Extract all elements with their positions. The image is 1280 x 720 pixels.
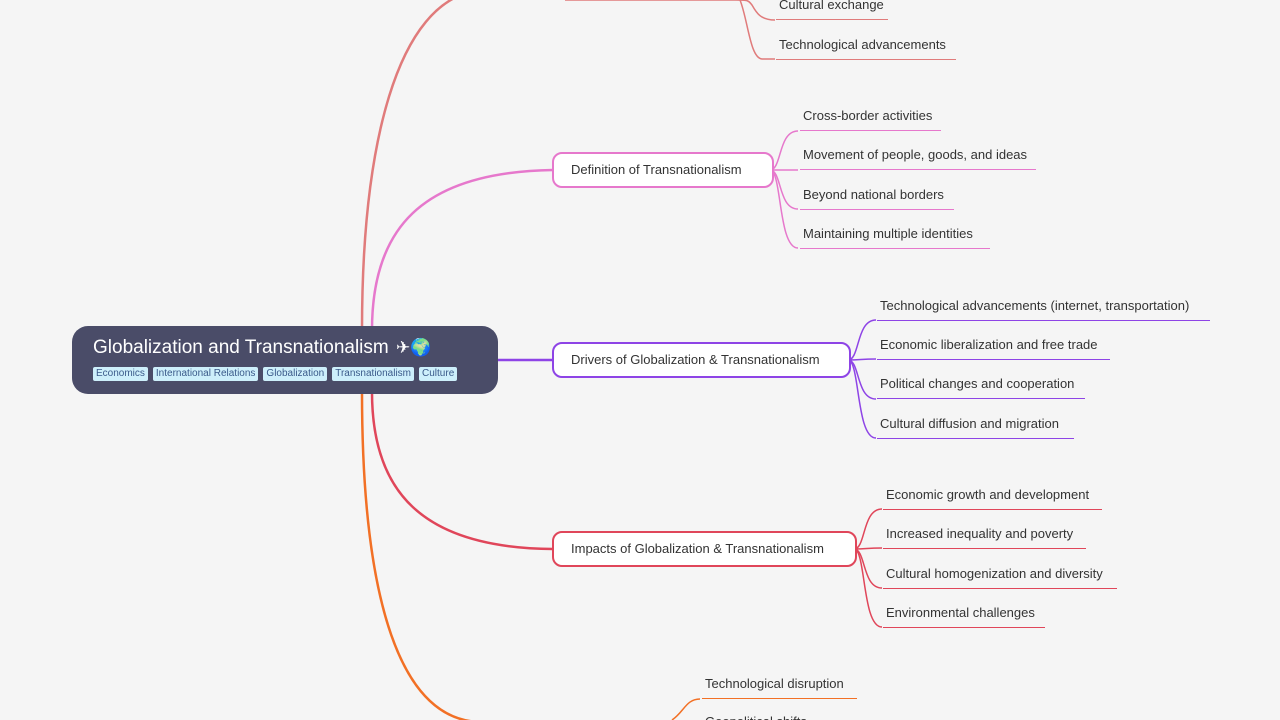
tag-culture[interactable]: Culture — [419, 367, 458, 381]
leaf-cultural-exchange[interactable]: Cultural exchange — [776, 0, 888, 20]
connector-impacts — [370, 391, 554, 551]
connector-leaf — [671, 698, 701, 720]
branch-drivers[interactable]: Drivers of Globalization & Transnational… — [552, 342, 851, 378]
tag-transnationalism[interactable]: Transnationalism — [332, 367, 415, 381]
leaf-increased-inequality[interactable]: Increased inequality and poverty — [883, 523, 1086, 549]
airplane-globe-icon: ✈🌍 — [396, 338, 432, 357]
leaf-technological-advancements-internet[interactable]: Technological advancements (internet, tr… — [877, 295, 1210, 321]
connector-leaf — [853, 547, 883, 550]
branch-impacts[interactable]: Impacts of Globalization & Transnational… — [552, 531, 857, 567]
leaf-technological-disruption[interactable]: Technological disruption — [702, 673, 857, 699]
leaf-beyond-national-borders[interactable]: Beyond national borders — [800, 184, 954, 210]
root-title-text: Globalization and Transnationalism — [93, 337, 389, 358]
leaf-cultural-homogenization[interactable]: Cultural homogenization and diversity — [883, 563, 1117, 589]
connector-leaf — [847, 319, 877, 361]
tag-list: Economics International Relations Global… — [93, 367, 478, 381]
tag-international-relations[interactable]: International Relations — [152, 367, 259, 381]
connector-definition — [370, 168, 554, 331]
leaf-technological-advancements[interactable]: Technological advancements — [776, 34, 956, 60]
root-title: Globalization and Transnationalism ✈🌍 — [93, 336, 478, 360]
tag-economics[interactable]: Economics — [93, 367, 148, 381]
leaf-maintaining-multiple-identities[interactable]: Maintaining multiple identities — [800, 223, 990, 249]
leaf-cross-border-activities[interactable]: Cross-border activities — [800, 105, 941, 131]
leaf-movement-of-people-goods-ideas[interactable]: Movement of people, goods, and ideas — [800, 144, 1036, 170]
leaf-environmental-challenges[interactable]: Environmental challenges — [883, 602, 1045, 628]
connector-bottom-branch — [360, 391, 473, 720]
leaf-economic-liberalization[interactable]: Economic liberalization and free trade — [877, 334, 1110, 360]
connector-leaf — [847, 358, 877, 361]
connector-leaf — [853, 508, 883, 550]
connector-leaf — [847, 359, 877, 439]
leaf-geopolitical-shifts[interactable]: Geopolitical shifts — [702, 711, 842, 720]
tag-globalization[interactable]: Globalization — [263, 367, 328, 381]
leaf-cultural-diffusion[interactable]: Cultural diffusion and migration — [877, 413, 1074, 439]
connector-leaf — [853, 548, 883, 628]
connector-top-branch — [360, 0, 454, 331]
leaf-political-changes[interactable]: Political changes and cooperation — [877, 373, 1085, 399]
connector-leaf — [769, 130, 799, 171]
leaf-economic-growth[interactable]: Economic growth and development — [883, 484, 1102, 510]
connector-leaf — [739, 0, 775, 60]
root-node[interactable]: Globalization and Transnationalism ✈🌍 Ec… — [72, 326, 498, 394]
branch-definition-of-transnationalism[interactable]: Definition of Transnationalism — [552, 152, 774, 188]
connector-leaf — [565, 0, 776, 21]
